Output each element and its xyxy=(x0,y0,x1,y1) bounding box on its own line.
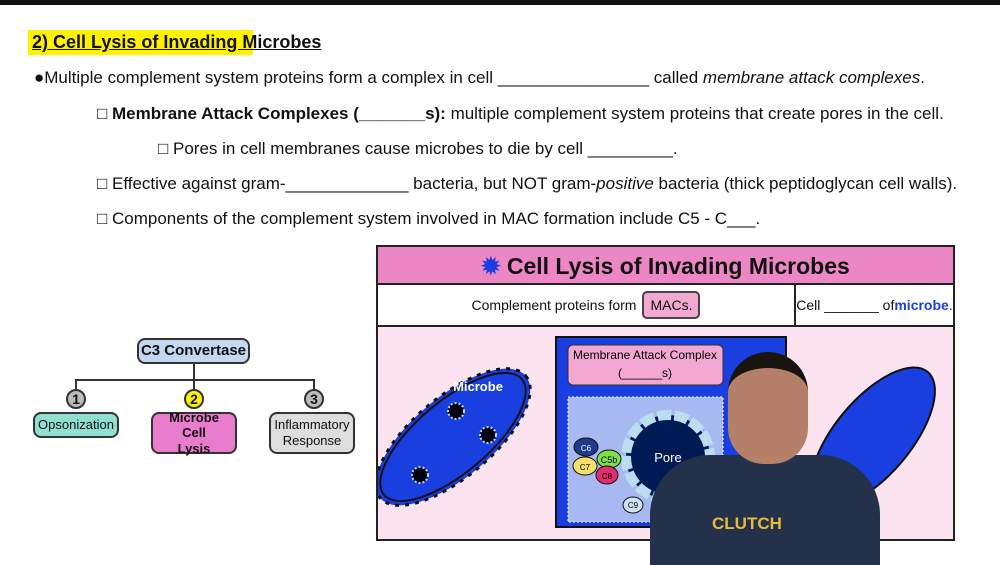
bullet-main: ●Multiple complement system proteins for… xyxy=(34,68,925,88)
mac-title: Membrane Attack Complex xyxy=(573,348,717,362)
bullet-italic: membrane attack complexes xyxy=(702,68,921,87)
microbe-word: microbe xyxy=(894,297,949,313)
caption-text: Complement proteins form xyxy=(471,297,637,313)
panel-title: Cell Lysis of Invading Microbes xyxy=(506,253,850,279)
gram-b: bacteria (thick peptidoglycan cell walls… xyxy=(653,174,958,193)
microbe-icon: ✹ xyxy=(481,253,507,279)
microbe-label: Microbe xyxy=(453,379,503,394)
microbe-cell xyxy=(378,367,532,507)
gram-italic: positive xyxy=(596,174,654,193)
panel-right-caption: Cell _______ of microbe. xyxy=(796,285,953,327)
protein-c6: C6 xyxy=(581,444,592,453)
bullet-text: ●Multiple complement system proteins for… xyxy=(34,68,703,87)
sub-bullet-gram: □ Effective against gram-_____________ b… xyxy=(97,174,957,194)
protein-c7: C7 xyxy=(580,463,591,472)
mac-blank: (______s) xyxy=(618,366,672,380)
step-3-badge: 3 xyxy=(304,389,324,409)
right-dot: . xyxy=(948,297,953,313)
step-2-badge: 2 xyxy=(184,389,204,409)
gram-a: □ Effective against gram-_____________ b… xyxy=(97,174,597,193)
panel-header: ✹ Cell Lysis of Invading Microbes xyxy=(378,247,953,285)
bullet-end: . xyxy=(920,68,925,87)
right-text: Cell _______ of xyxy=(796,297,895,313)
pore-label: Pore xyxy=(654,450,681,465)
sub-bullet-mac: □ Membrane Attack Complexes (_______s): … xyxy=(97,104,944,124)
video-top-bar xyxy=(0,0,1000,5)
protein-c5b: C5b xyxy=(601,455,618,465)
protein-c8: C8 xyxy=(602,472,613,481)
opsonization-node: Opsonization xyxy=(33,412,119,438)
mac-term: □ Membrane Attack Complexes (_______s): xyxy=(97,104,446,123)
mac-definition: multiple complement system proteins that… xyxy=(445,104,944,123)
sub-bullet-components: □ Components of the complement system in… xyxy=(97,209,761,228)
inflammatory-node: Inflammatory Response xyxy=(269,412,355,454)
protein-c9: C9 xyxy=(628,501,639,510)
c3-convertase-node: C3 Convertase xyxy=(137,338,250,364)
shirt-logo: CLUTCH xyxy=(712,514,782,533)
cell-lysis-node: Microbe Cell Lysis xyxy=(151,410,237,456)
section-heading: 2) Cell Lysis of Invading Microbes xyxy=(28,30,326,55)
panel-left-caption: Complement proteins form MACs. xyxy=(378,285,796,327)
step-1-badge: 1 xyxy=(66,389,86,409)
sub-bullet-pores: □ Pores in cell membranes cause microbes… xyxy=(158,139,678,158)
macs-label: MACs. xyxy=(642,291,701,319)
